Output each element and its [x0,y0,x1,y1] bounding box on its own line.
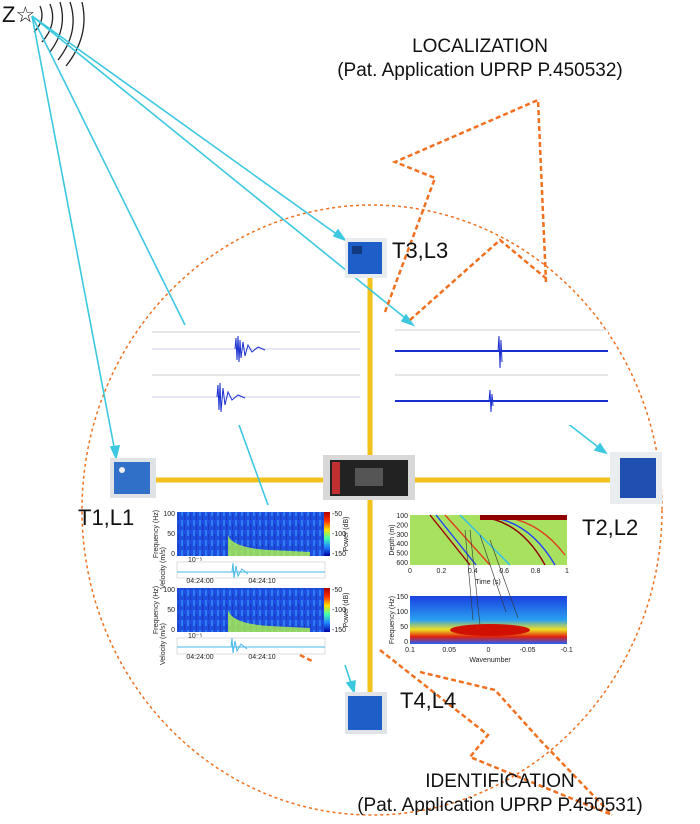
xtick-label: 0.4 [468,568,478,575]
source-label: Z☆ [2,2,35,28]
star-icon: ☆ [15,2,36,27]
source-letter: Z [2,2,16,27]
localization-title: LOCALIZATION (Pat. Application UPRP P.45… [280,35,680,83]
xtick-label: 04:24:00 [186,654,213,661]
ytick-label: 200 [396,522,408,529]
ytick-label: 50 [167,607,175,614]
colorbar-tick: -50 [332,511,342,518]
ytick-label: 50 [400,624,408,631]
station-t2-device [610,452,662,504]
spectrogram-ylabel: Frequency (Hz) [153,510,160,558]
xtick-label: -0.05 [520,647,536,654]
xtick-label: 0.2 [437,568,447,575]
ytick-label: 100 [396,513,408,520]
localization-patent: (Pat. Application UPRP P.450532) [337,60,623,81]
localization-heading: LOCALIZATION [412,36,548,57]
ytick-label: 500 [396,551,408,558]
identification-patent: (Pat. Application UPRP P.450531) [357,795,643,816]
station-t2-label: T2,L2 [582,515,639,540]
trace-ylabel: Velocity (m/s) [160,547,167,589]
trace-exponent: 10⁻⁵ [188,557,202,564]
depth-ylabel: Depth (m) [389,524,396,555]
identification-arrow [299,649,613,817]
ytick-label: 400 [396,541,408,548]
colorbar-label: Power (dB) [343,592,350,627]
xtick-label: -0.1 [561,647,573,654]
trace-exponent: 10⁻⁵ [188,633,202,640]
xtick-label: 0 [408,568,412,575]
spectrogram-panel [176,512,330,655]
station-t1-label: T1,L1 [78,505,135,530]
ytick-label: 100 [163,587,175,594]
ytick-label: 150 [396,594,408,601]
xtick-label: 1 [565,568,569,575]
identification-heading: IDENTIFICATION [425,771,575,792]
trace-ylabel: Velocity (m/s) [160,623,167,665]
correlation-arrows [464,529,519,626]
ytick-label: 300 [396,532,408,539]
station-t4-device [345,692,387,734]
xtick-label: 0.8 [531,568,541,575]
wave-arcs [33,1,85,67]
station-t4-label: T4,L4 [400,688,457,713]
ytick-label: 0 [171,627,175,634]
localization-arrow [383,98,549,321]
time-xlabel: Time (s) [475,579,500,586]
xtick-label: 04:24:00 [186,578,213,585]
wavenumber-xlabel: Wavenumber [469,657,511,664]
waveform-panel-right [393,329,608,425]
colorbar-label: Power (dB) [343,516,350,551]
identification-plots [410,514,567,644]
ytick-label: 0 [171,551,175,558]
xtick-label: 04:24:10 [248,654,275,661]
frequency-ylabel: Frequency (Hz) [389,596,396,644]
ytick-label: 100 [163,511,175,518]
xtick-label: 0.6 [499,568,509,575]
colorbar-tick: -150 [332,627,346,634]
xtick-label: 0 [486,647,490,654]
colorbar-tick: -50 [332,587,342,594]
identification-title: IDENTIFICATION (Pat. Application UPRP P.… [300,770,700,818]
waveform-panel-left [148,330,363,425]
colorbar-tick: -100 [332,531,346,538]
colorbar-tick: -100 [332,607,346,614]
central-recorder-device [323,455,415,500]
ytick-label: 50 [167,531,175,538]
xtick-label: 04:24:10 [248,578,275,585]
station-t1-device [110,458,156,498]
spectrogram-ylabel: Frequency (Hz) [153,586,160,634]
ytick-label: 100 [396,609,408,616]
xtick-label: 0.05 [442,647,456,654]
xtick-label: 0.1 [405,647,415,654]
colorbar-tick: -150 [332,551,346,558]
ytick-label: 0 [404,639,408,646]
coverage-ellipse [81,204,663,816]
ytick-label: 600 [396,560,408,567]
station-t3-device [345,238,387,278]
station-t3-label: T3,L3 [392,238,449,263]
